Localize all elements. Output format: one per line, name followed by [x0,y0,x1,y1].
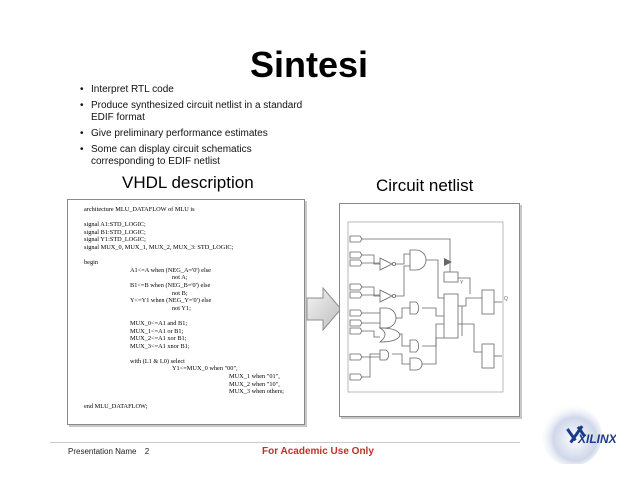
bullet-item: Some can display circuit schematics corr… [80,144,310,168]
netlist-label-y: Y [460,280,464,286]
vhdl-heading: VHDL description [122,173,254,192]
footer-presentation: Presentation Name 2 [68,447,149,456]
code-line: MUX_2<=A1 xor B1; [130,335,187,343]
netlist-heading: Circuit netlist [376,176,474,195]
vhdl-code: architecture MLU_DATAFLOW of MLU is sign… [84,206,294,411]
bullet-list: Interpret RTL code Produce synthesized c… [80,84,310,172]
code-line: architecture MLU_DATAFLOW of MLU is [84,206,195,213]
page-number: 2 [144,447,150,456]
code-line [84,350,294,358]
code-line: signal B1:STD_LOGIC; [84,228,146,236]
code-line [84,396,294,404]
vhdl-code-box [67,199,305,425]
code-line: not B; [172,289,188,297]
code-line: not Y1; [172,304,191,312]
right-arrow-icon [306,287,342,331]
logo-text: XILINX [577,432,616,446]
code-line: signal Y1:STD_LOGIC; [84,236,146,244]
code-line: B1<=B when (NEG_B='0') else [130,281,211,289]
xilinx-logo: XILINX [542,406,616,464]
code-line [84,312,294,320]
code-line: Y<=Y1 when (NEG_Y='0') else [130,297,212,305]
code-line: not A; [172,274,188,282]
code-line [84,214,294,222]
code-line [84,252,294,260]
code-line: A1<=A when (NEG_A='0') else [130,266,211,274]
netlist-box: Y Q [339,203,520,417]
code-line: MUX_3<=A1 xnor B1; [130,342,190,350]
code-line: signal A1:STD_LOGIC; [84,221,146,229]
code-line: Y1<=MUX_0 when "00", [172,365,238,373]
circuit-schematic: Y Q [347,221,508,393]
code-line: MUX_0<=A1 and B1; [130,319,188,327]
code-line: with (L1 & L0) select [130,357,185,365]
presentation-name: Presentation Name [68,447,137,456]
academic-notice: For Academic Use Only [262,446,374,457]
footer-divider [50,442,520,443]
code-line: begin [84,259,98,267]
bullet-item: Produce synthesized circuit netlist in a… [80,100,310,124]
netlist-label-q: Q [504,296,508,302]
code-line: MUX_1 when "01", [229,373,280,381]
code-line: MUX_3 when others; [229,388,284,396]
code-line: MUX_1<=A1 or B1; [130,327,184,335]
bullet-item: Give preliminary performance estimates [80,128,310,140]
code-line: MUX_2 when "10", [229,380,280,388]
slide-title: Sintesi [250,44,369,85]
code-line: signal MUX_0, MUX_1, MUX_2, MUX_3: STD_L… [84,243,234,251]
code-line: end MLU_DATAFLOW; [84,403,148,411]
bullet-item: Interpret RTL code [80,84,310,96]
